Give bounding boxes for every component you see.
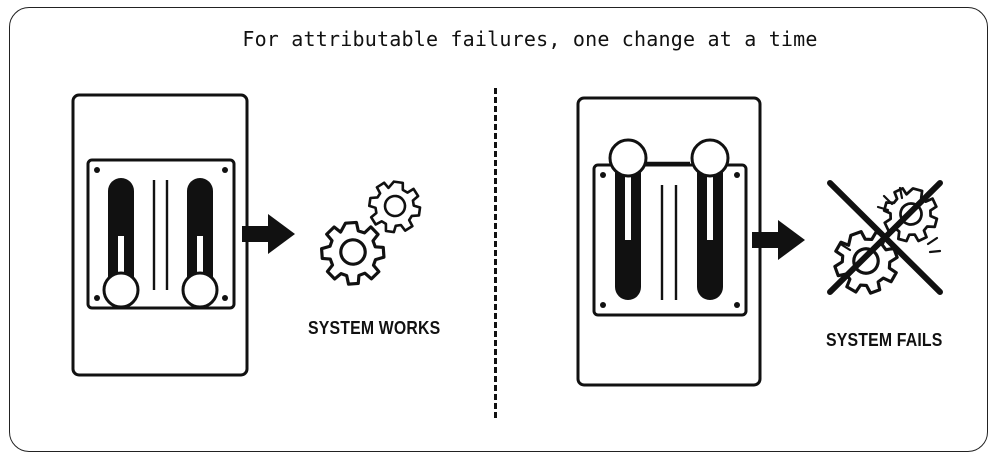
left-lever-2 <box>181 178 219 309</box>
left-control-box <box>71 93 249 377</box>
broken-gears-x-icon <box>825 180 945 304</box>
right-center-rails <box>660 185 678 300</box>
left-caption: SYSTEM WORKS <box>308 318 441 338</box>
diagram-title: For attributable failures, one change at… <box>242 27 818 51</box>
right-arrow-icon <box>752 220 805 260</box>
panel-divider <box>494 88 497 418</box>
right-lever-2 <box>690 138 730 300</box>
left-lever-1 <box>102 178 140 309</box>
left-center-rails <box>152 180 169 290</box>
right-caption: SYSTEM FAILS <box>826 330 943 350</box>
left-arrow-icon <box>242 214 295 254</box>
right-control-box <box>576 96 762 387</box>
diagram-frame <box>9 7 988 452</box>
right-lever-1 <box>608 138 648 300</box>
gears-icon <box>318 177 425 288</box>
